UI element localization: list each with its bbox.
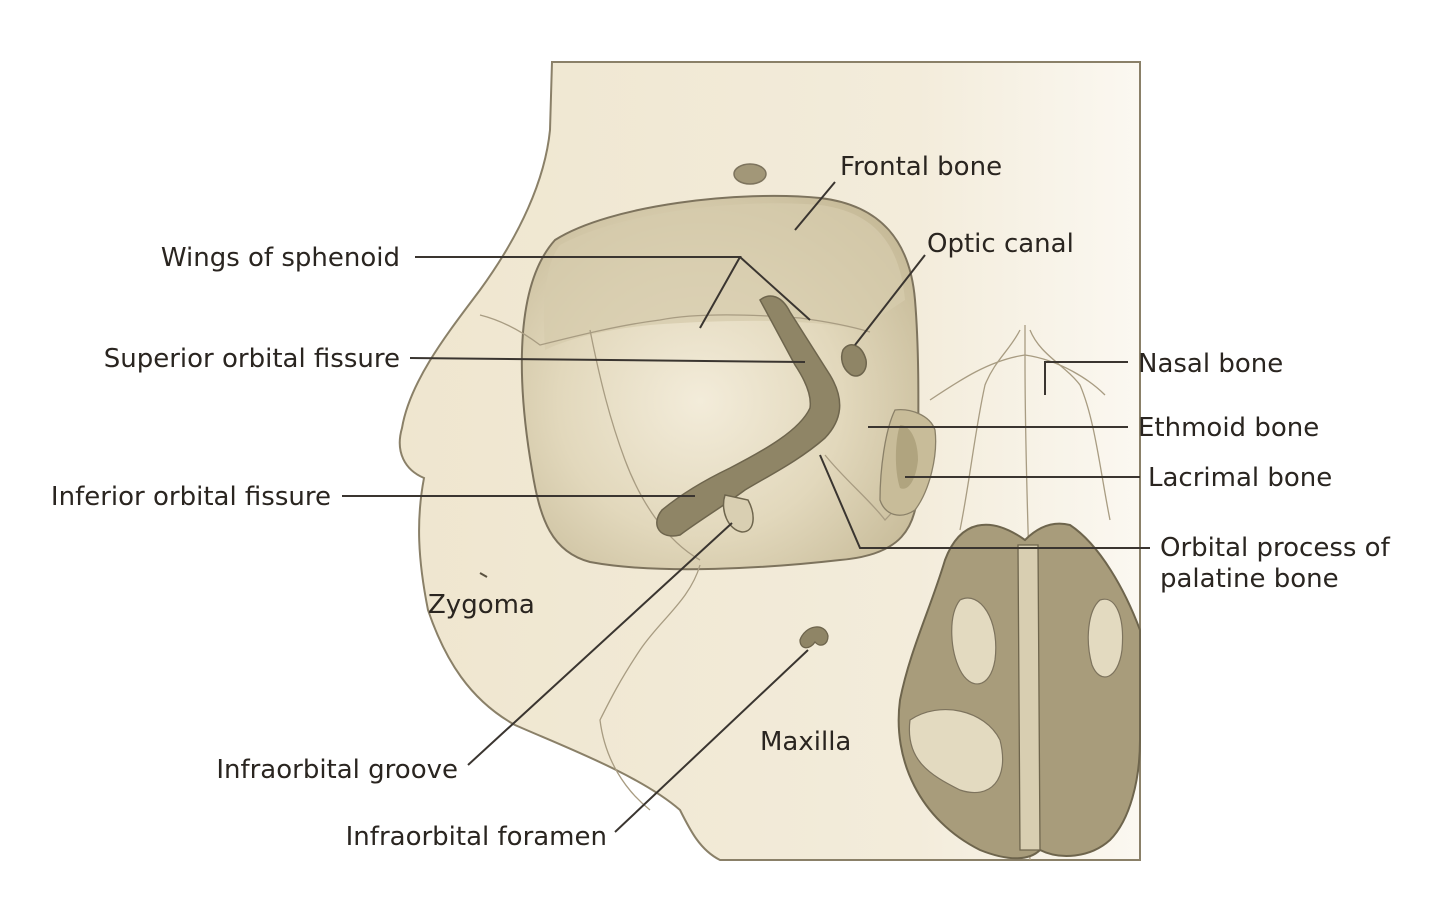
label-frontal-bone: Frontal bone: [840, 152, 1002, 182]
turbinate-right: [1087, 598, 1124, 678]
leader-lines: [342, 181, 1150, 833]
zygomaticomaxillary-suture: [599, 564, 701, 811]
optic-canal-shape: [840, 344, 867, 377]
label-nasal-bone: Nasal bone: [1138, 349, 1283, 379]
nasal-outline-left: [959, 329, 1021, 531]
label-optic-canal: Optic canal: [927, 229, 1074, 259]
leader-orbital-process: [819, 454, 1150, 549]
leader-infraorbital-foramen: [614, 649, 809, 833]
leader-frontal-bone: [794, 181, 836, 231]
turbinate-left-lower: [908, 709, 1004, 794]
label-ethmoid-bone: Ethmoid bone: [1138, 413, 1319, 443]
label-lacrimal-bone: Lacrimal bone: [1148, 463, 1332, 493]
label-infraorbital-groove: Infraorbital groove: [216, 755, 458, 785]
leader-nasal-bone: [1044, 361, 1128, 395]
supraorbital-notch: [733, 163, 767, 185]
nasal-septum: [1017, 544, 1041, 851]
label-superior-orbital-fissure: Superior orbital fissure: [104, 344, 400, 374]
label-infraorbital-foramen: Infraorbital foramen: [346, 822, 607, 852]
zygoma-mark: [479, 572, 488, 578]
infraorbital-foramen-shape: [799, 626, 829, 649]
superior-orbital-fissure-shape: [656, 295, 841, 537]
labels: Frontal bone Optic canal Wings of spheno…: [51, 152, 1391, 852]
label-wings-of-sphenoid: Wings of sphenoid: [161, 243, 400, 273]
turbinate-left-upper: [951, 597, 997, 685]
frontal-bone-roof: [543, 203, 905, 350]
leader-wings-of-sphenoid-b: [739, 256, 811, 321]
label-maxilla: Maxilla: [760, 727, 851, 757]
leader-superior-orbital-fissure: [409, 357, 806, 363]
leader-optic-canal: [854, 254, 926, 346]
label-orbital-process-line2: palatine bone: [1160, 564, 1339, 594]
label-inferior-orbital-fissure: Inferior orbital fissure: [51, 482, 331, 512]
nasal-edge: [929, 354, 1106, 401]
label-orbital-process-line1: Orbital process of: [1160, 533, 1391, 563]
nasal-outline-right: [1029, 329, 1111, 521]
roof-suture: [479, 314, 871, 346]
leader-infraorbital-groove: [467, 522, 733, 766]
lacrimal-fossa: [895, 425, 918, 489]
label-zygoma: Zygoma: [428, 590, 535, 620]
